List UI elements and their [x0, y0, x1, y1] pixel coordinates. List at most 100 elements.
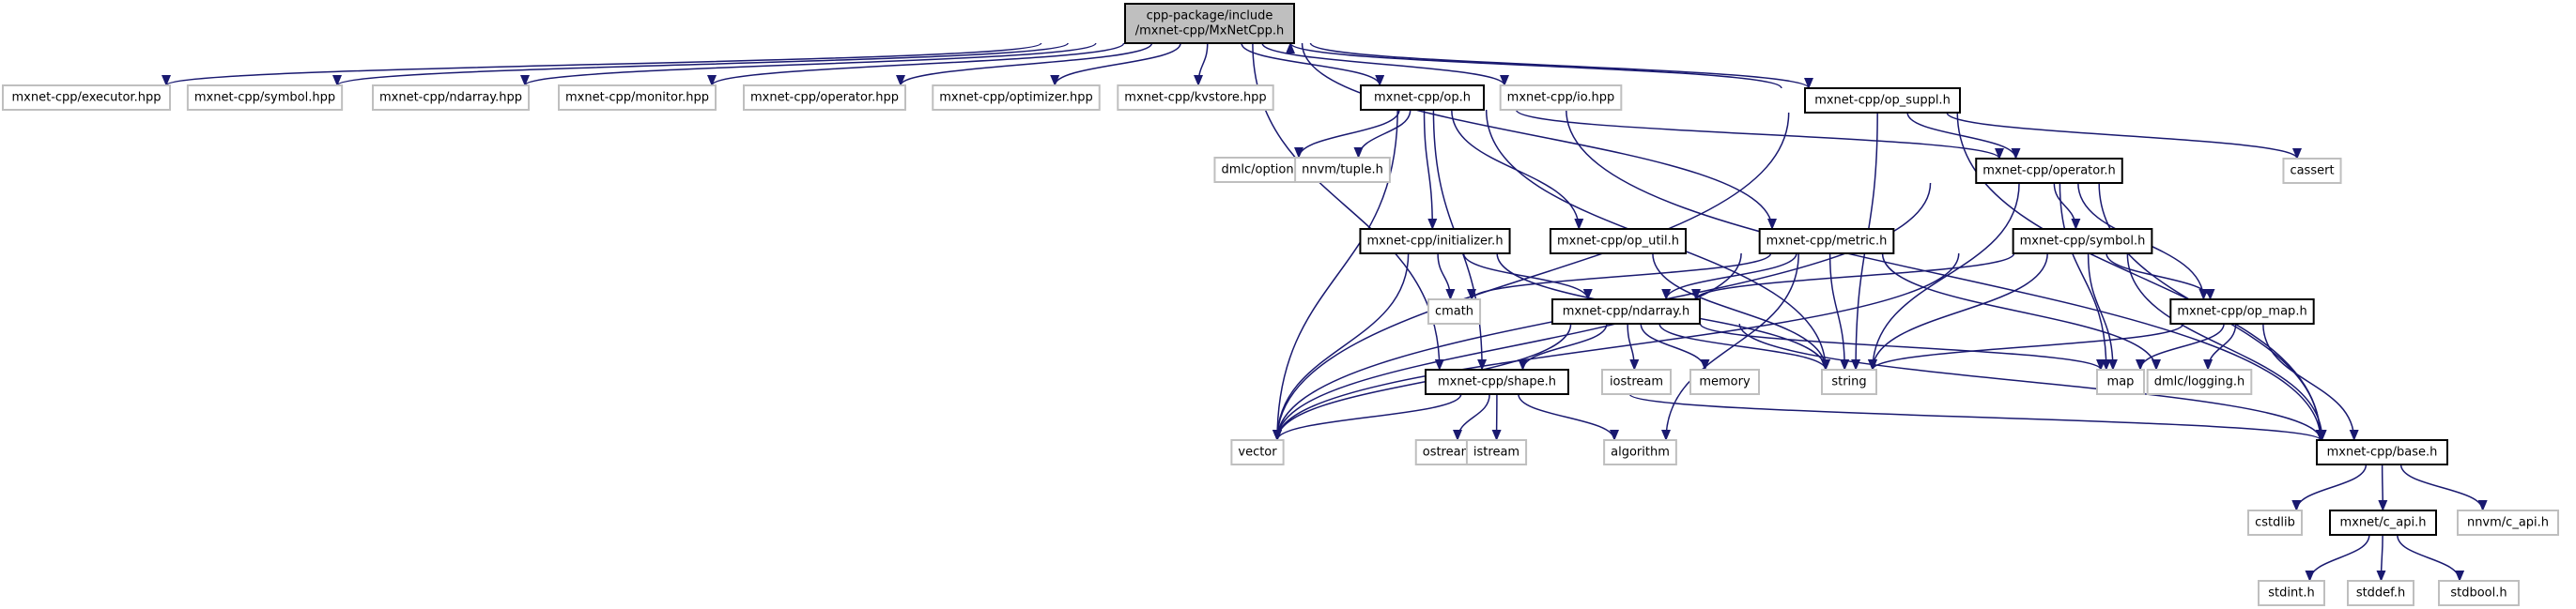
- edge-mxnet_c_api-to-stdint: [2305, 534, 2370, 582]
- edge-op_h-to-initializer_h: [1423, 109, 1438, 230]
- node-label: mxnet-cpp/metric.h: [1766, 235, 1888, 249]
- node-vector: vector: [1230, 439, 1285, 465]
- edge-ndarray_h-to-map: [1699, 323, 2106, 371]
- edge-op_map_h-to-string: [1868, 323, 2184, 371]
- node-label: stdint.h: [2268, 586, 2314, 601]
- node-operator-h[interactable]: mxnet-cpp/operator.h: [1975, 158, 2123, 184]
- node-label: map: [2107, 375, 2135, 389]
- edge-symbol_h-to-vector: [1273, 252, 1960, 441]
- node-label: mxnet-cpp/op.h: [1374, 91, 1471, 105]
- edge-symbol_h-to-ndarray_h: [1691, 252, 2015, 300]
- node-label: dmlc/logging.h: [2154, 375, 2245, 389]
- node-box: [2169, 298, 2315, 325]
- node-label: mxnet/c_api.h: [2340, 516, 2427, 530]
- node-nnvm-c-api: nnvm/c_api.h: [2457, 510, 2559, 536]
- node-box: [932, 84, 1101, 111]
- node-box: [1427, 298, 1482, 325]
- edge-root-to-kvstore_hpp: [1194, 42, 1209, 86]
- edge-root-to-monitor_hpp: [707, 42, 1125, 86]
- edge-root-to-metric_h: [1301, 42, 1777, 230]
- node-label: /mxnet-cpp/MxNetCpp.h: [1135, 24, 1284, 38]
- node-box: [1425, 369, 1569, 395]
- node-string: string: [1821, 369, 1877, 395]
- node-op-h[interactable]: mxnet-cpp/op.h: [1360, 84, 1485, 111]
- node-label: mxnet-cpp/io.hpp: [1507, 91, 1615, 105]
- node-box: [2258, 580, 2325, 606]
- node-label: ostream: [1423, 446, 1473, 460]
- node-box: [1230, 439, 1285, 465]
- node-box: [2438, 580, 2520, 606]
- edge-ndarray_h-to-iostream: [1627, 323, 1640, 371]
- edge-mxnet_c_api-to-stddef: [2376, 534, 2386, 582]
- edge-op_h-to-vector: [1273, 109, 1398, 441]
- node-box: [2146, 369, 2253, 395]
- node-executor-hpp: mxnet-cpp/executor.hpp: [2, 84, 171, 111]
- node-op-suppl-h[interactable]: mxnet-cpp/op_suppl.h: [1804, 87, 1961, 114]
- edge-op_suppl_h-to-vector: [1273, 112, 1790, 441]
- node-io-hpp: mxnet-cpp/io.hpp: [1499, 84, 1623, 111]
- node-mxnet-c-api[interactable]: mxnet/c_api.h: [2329, 510, 2437, 536]
- edge-metric_h-to-vector: [1273, 252, 1742, 441]
- node-stdint: stdint.h: [2258, 580, 2325, 606]
- node-shape-h[interactable]: mxnet-cpp/shape.h: [1425, 369, 1569, 395]
- node-box: [1689, 369, 1760, 395]
- node-metric-h[interactable]: mxnet-cpp/metric.h: [1758, 228, 1895, 254]
- node-label: cmath: [1435, 305, 1473, 319]
- edge-symbol_h-to-map: [2087, 252, 2118, 371]
- node-box: [2316, 439, 2448, 465]
- edge-root-to-symbol_hpp: [332, 42, 1069, 86]
- node-cassert: cassert: [2282, 158, 2342, 184]
- edge-shape_h-to-ostream: [1453, 393, 1490, 441]
- node-algorithm: algorithm: [1603, 439, 1677, 465]
- edge-ndarray_h-to-base_h: [1738, 323, 2325, 441]
- node-label: mxnet-cpp/op_suppl.h: [1814, 94, 1951, 108]
- node-box: [1360, 84, 1485, 111]
- edge-root-to-ndarray_hpp: [520, 42, 1097, 86]
- node-box: [1975, 158, 2123, 184]
- edge-ndarray_h-to-string: [1658, 323, 1830, 371]
- node-box: [1124, 3, 1295, 44]
- node-istream: istream: [1465, 439, 1528, 465]
- node-box: [2457, 510, 2559, 536]
- node-label: vector: [1238, 446, 1277, 460]
- node-symbol-h[interactable]: mxnet-cpp/symbol.h: [2012, 228, 2153, 254]
- edge-initializer_h-to-ndarray_h: [1462, 252, 1593, 300]
- node-box: [1294, 157, 1391, 183]
- node-root[interactable]: cpp-package/include/mxnet-cpp/MxNetCpp.h: [1124, 3, 1295, 44]
- node-label: nnvm/c_api.h: [2467, 516, 2549, 530]
- node-box: [1549, 228, 1688, 254]
- edge-metric_h-to-algorithm: [1661, 252, 1799, 441]
- node-label: mxnet-cpp/operator.h: [1982, 164, 2116, 178]
- node-op-util-h[interactable]: mxnet-cpp/op_util.h: [1549, 228, 1688, 254]
- node-operator-hpp: mxnet-cpp/operator.hpp: [742, 84, 907, 111]
- node-box: [2282, 158, 2342, 184]
- edge-metric_h-to-cmath: [1467, 252, 1772, 300]
- node-op-map-h[interactable]: mxnet-cpp/op_map.h: [2169, 298, 2315, 325]
- node-box: [1804, 87, 1961, 114]
- node-label: mxnet-cpp/initializer.h: [1366, 235, 1503, 249]
- edge-operator_h-to-string: [1868, 182, 2020, 371]
- edge-shape_h-to-vector: [1273, 393, 1462, 441]
- edge-operator_h-to-symbol_h: [2053, 182, 2081, 230]
- edge-initializer_h-to-vector: [1273, 252, 1410, 441]
- node-box: [1551, 298, 1701, 325]
- node-label: string: [1831, 375, 1866, 389]
- node-label: mxnet-cpp/executor.hpp: [12, 91, 162, 105]
- node-box: [186, 84, 344, 111]
- node-label: mxnet-cpp/symbol.hpp: [194, 91, 335, 105]
- edge-metric_h-to-dmlc_logging: [1881, 252, 2161, 371]
- node-initializer-h[interactable]: mxnet-cpp/initializer.h: [1359, 228, 1511, 254]
- node-base-h[interactable]: mxnet-cpp/base.h: [2316, 439, 2448, 465]
- node-label: memory: [1699, 375, 1751, 389]
- node-box: [1117, 84, 1274, 111]
- node-label: mxnet-cpp/op_util.h: [1557, 235, 1679, 249]
- node-dmlc-logging: dmlc/logging.h: [2146, 369, 2253, 395]
- node-ndarray-h[interactable]: mxnet-cpp/ndarray.h: [1551, 298, 1701, 325]
- node-label: mxnet-cpp/ndarray.h: [1563, 305, 1690, 319]
- node-label: mxnet-cpp/ndarray.hpp: [379, 91, 522, 105]
- edge-shape_h-to-base_h: [1628, 393, 2325, 441]
- node-box: [1601, 369, 1672, 395]
- node-label: nnvm/tuple.h: [1302, 163, 1383, 177]
- edge-initializer_h-to-cmath: [1437, 252, 1456, 300]
